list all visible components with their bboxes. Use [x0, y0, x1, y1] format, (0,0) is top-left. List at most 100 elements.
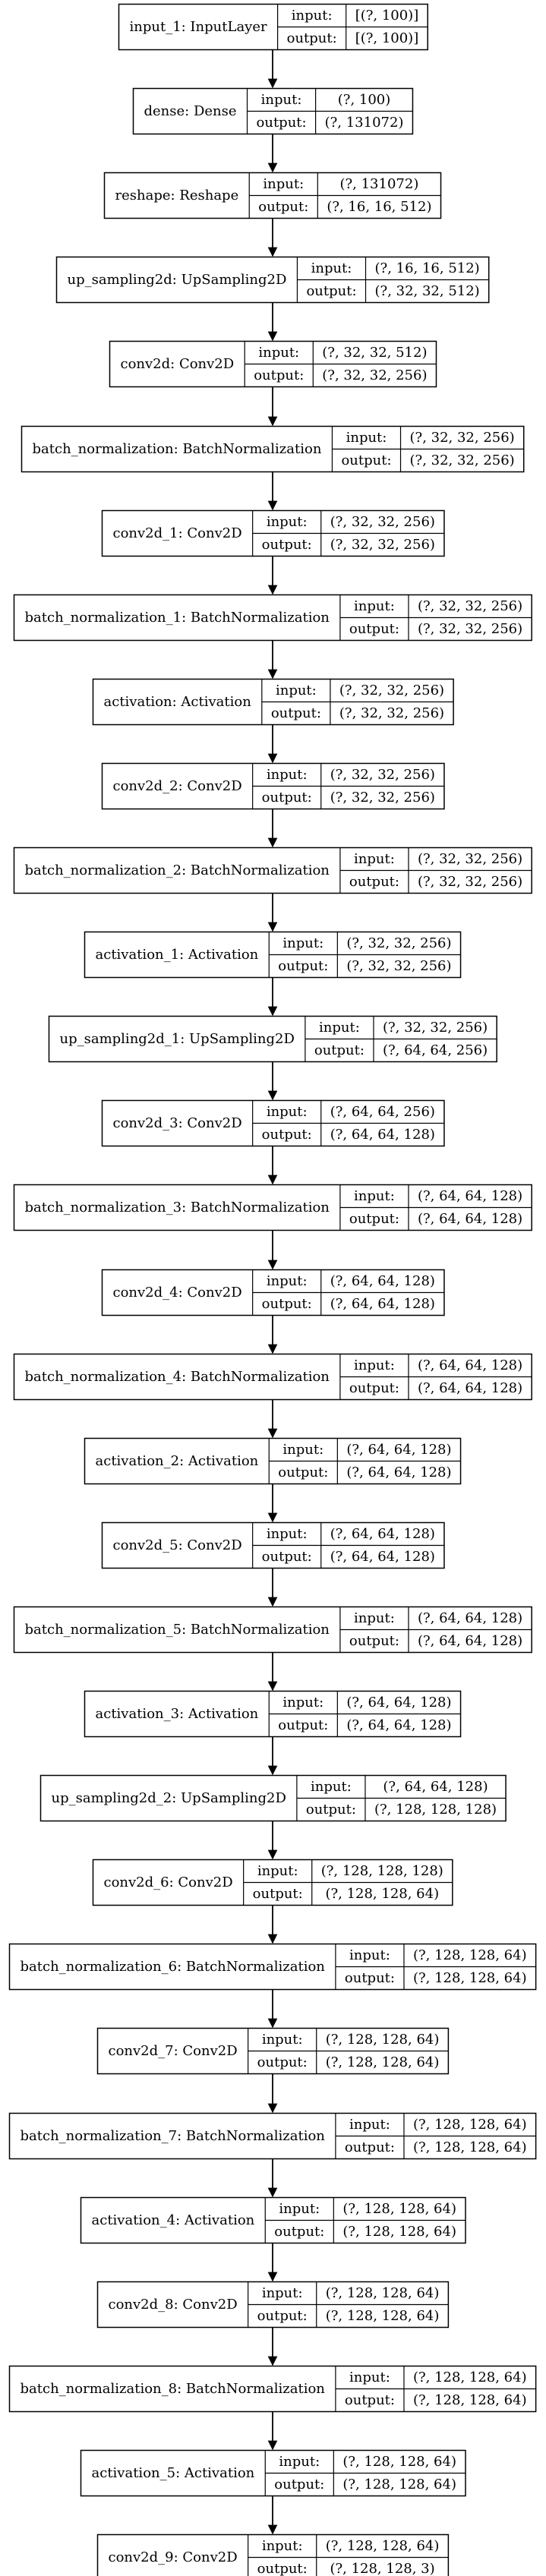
output-shape: (?, 128, 128, 64): [413, 1970, 527, 1986]
layer-name: batch_normalization_2: BatchNormalizatio…: [25, 862, 330, 878]
output-label: output:: [306, 1802, 356, 1818]
input-label: input:: [354, 1357, 395, 1373]
input-label: input:: [262, 2285, 303, 2301]
output-label: output:: [274, 2477, 324, 2492]
output-label: output:: [349, 1633, 399, 1649]
input-shape: (?, 128, 128, 64): [326, 2285, 440, 2301]
layer-name: conv2d_7: Conv2D: [109, 2043, 238, 2059]
input-shape: (?, 32, 32, 256): [383, 1020, 488, 1036]
output-shape: (?, 64, 64, 128): [418, 1380, 522, 1396]
output-label: output:: [257, 2054, 308, 2070]
input-shape: (?, 32, 32, 256): [346, 935, 451, 951]
input-label: input:: [263, 176, 304, 192]
output-shape: (?, 128, 128, 64): [326, 2308, 440, 2324]
output-shape: (?, 128, 128, 128): [374, 1802, 497, 1818]
input-shape: (?, 64, 64, 128): [330, 1526, 435, 1542]
output-shape: (?, 128, 128, 3): [330, 2561, 434, 2576]
output-shape: (?, 128, 128, 64): [326, 2054, 440, 2070]
layer-name: up_sampling2d_2: UpSampling2D: [52, 1790, 286, 1806]
input-shape: (?, 128, 128, 64): [326, 2538, 440, 2554]
output-label: output:: [257, 2561, 308, 2576]
layer-node: batch_normalization_2: BatchNormalizatio…: [13, 847, 532, 894]
layer-name: activation_4: Activation: [92, 2212, 255, 2228]
output-label: output:: [278, 958, 328, 974]
input-label: input:: [261, 92, 302, 108]
output-label: output:: [341, 452, 391, 468]
input-shape: (?, 64, 64, 128): [418, 1610, 522, 1626]
input-shape: (?, 131072): [339, 176, 418, 192]
input-label: input:: [346, 430, 387, 446]
layer-name: activation_3: Activation: [96, 1706, 259, 1722]
output-shape: (?, 64, 64, 128): [418, 1211, 522, 1227]
output-label: output:: [349, 1380, 399, 1396]
layer-node: batch_normalization_8: BatchNormalizatio…: [8, 2365, 537, 2413]
input-label: input:: [267, 1104, 308, 1120]
output-label: output:: [271, 705, 321, 721]
input-label: input:: [267, 767, 308, 783]
input-shape: (?, 128, 128, 64): [413, 1947, 527, 1963]
layer-node: up_sampling2d_2: UpSampling2D input: outpu…: [39, 1774, 507, 1822]
layer-name: batch_normalization: BatchNormalization: [33, 441, 322, 457]
output-label: output:: [345, 2392, 395, 2408]
layer-name: batch_normalization_5: BatchNormalizatio…: [25, 1622, 330, 1638]
input-label: input:: [267, 1273, 308, 1289]
layer-node: batch_normalization_3: BatchNormalizatio…: [13, 1184, 532, 1231]
input-label: input:: [311, 260, 352, 276]
layer-node: activation_4: Activation input: output: (?,…: [80, 2196, 466, 2244]
input-shape: (?, 128, 128, 64): [413, 2369, 527, 2385]
layer-nodes: input_1: InputLayer input: output: [(?, 100…: [8, 3, 537, 2576]
output-label: output:: [314, 1042, 365, 1058]
input-label: input:: [354, 598, 395, 614]
input-label: input:: [262, 2538, 303, 2554]
output-shape: (?, 128, 128, 64): [413, 2392, 527, 2408]
input-label: input:: [354, 1188, 395, 1204]
output-label: output:: [262, 537, 312, 553]
layer-name: input_1: InputLayer: [130, 19, 267, 35]
input-shape: (?, 64, 64, 128): [346, 1695, 451, 1711]
input-label: input:: [311, 1779, 352, 1795]
input-shape: (?, 16, 16, 512): [375, 260, 480, 276]
input-label: input:: [276, 683, 317, 698]
layer-node: up_sampling2d_1: UpSampling2Dinput:outpu…: [48, 1015, 497, 1063]
input-label: input:: [279, 2201, 320, 2217]
output-shape: (?, 32, 32, 256): [418, 621, 522, 637]
input-label: input:: [349, 1947, 390, 1963]
layer-name: batch_normalization_7: BatchNormalizatio…: [21, 2128, 326, 2144]
output-shape: (?, 16, 16, 512): [327, 199, 431, 215]
input-shape: (?, 32, 32, 256): [418, 598, 522, 614]
input-label: input:: [282, 935, 323, 951]
layer-name: conv2d_3: Conv2D: [113, 1115, 242, 1131]
output-label: output:: [258, 199, 308, 215]
layer-node: batch_normalization_7: BatchNormalizatio…: [8, 2112, 537, 2160]
input-shape: (?, 32, 32, 256): [418, 851, 522, 867]
output-shape: [(?, 100)]: [355, 30, 419, 46]
layer-node: batch_normalization_4: BatchNormalizatio…: [13, 1353, 532, 1401]
layer-node: activation_1: Activationinput:output:(?,…: [84, 931, 462, 979]
output-label: output:: [349, 874, 399, 890]
layer-node: batch_normalization: BatchNormalization i…: [21, 425, 525, 473]
output-label: output:: [278, 1465, 328, 1480]
layer-name: up_sampling2d: UpSampling2D: [68, 272, 287, 288]
layer-node: up_sampling2d: UpSampling2Dinput:output:…: [55, 256, 490, 304]
layer-name: dense: Dense: [144, 103, 237, 119]
output-label: output:: [349, 621, 399, 637]
layer-name: batch_normalization_4: BatchNormalizatio…: [25, 1369, 330, 1385]
output-label: output:: [349, 1211, 399, 1227]
output-shape: (?, 128, 128, 64): [342, 2224, 456, 2240]
output-label: output:: [287, 30, 337, 46]
input-shape: (?, 128, 128, 64): [342, 2454, 456, 2470]
input-label: input:: [319, 1020, 360, 1036]
output-label: output:: [274, 2224, 324, 2240]
output-shape: (?, 32, 32, 256): [330, 790, 435, 806]
layer-name: conv2d_1: Conv2D: [113, 525, 242, 541]
